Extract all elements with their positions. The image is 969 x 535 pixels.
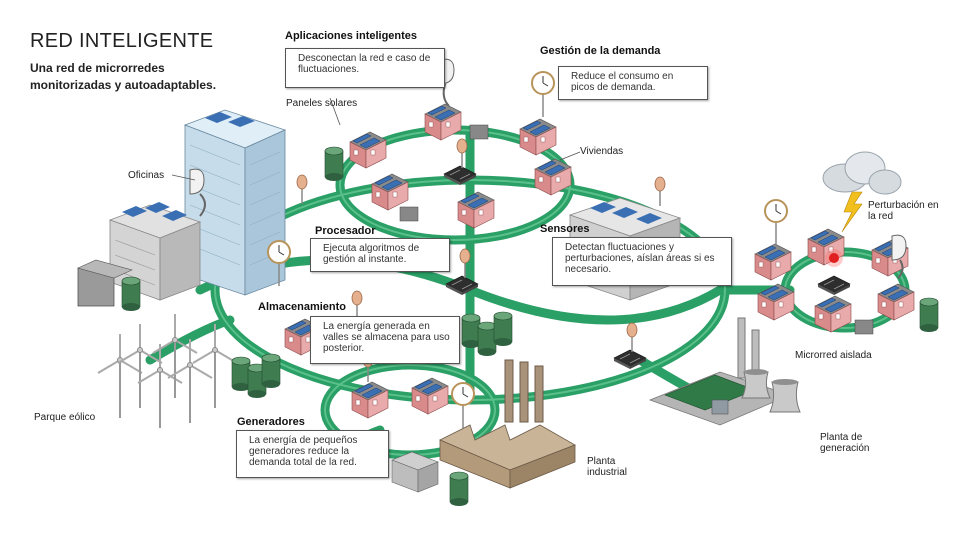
apps-heading: Aplicaciones inteligentes: [285, 30, 418, 42]
apps-callout: Desconectan la red e caso de fluctuacion…: [285, 48, 445, 88]
houses: [284, 103, 939, 419]
page-subtitle: Una red de microrredes monitorizadas y a…: [30, 61, 217, 92]
industrial-plant: [439, 359, 576, 489]
demand-callout: Reduce el consumo en picos de demanda.: [558, 66, 708, 100]
sensors-callout-text: Detectan fluctuaciones y perturbaciones,…: [565, 242, 715, 275]
sensors-callout: Detectan fluctuaciones y perturbaciones,…: [552, 237, 732, 286]
homes-label: Viviendas: [580, 146, 624, 157]
generators-heading: Generadores: [237, 416, 305, 428]
apps-callout-text: Desconectan la red e caso de fluctuacion…: [298, 53, 431, 75]
solar-panels-label: Paneles solares: [286, 98, 358, 109]
wind-farm: [97, 313, 238, 429]
power-plant: [648, 317, 801, 426]
offices-label: Oficinas: [128, 170, 165, 181]
demand-heading: Gestión de la demanda: [540, 45, 661, 57]
power-plant-label: Planta de generación: [820, 432, 870, 454]
industrial-plant-label: Planta industrial: [587, 456, 628, 478]
office-buildings: [77, 109, 287, 312]
storage-heading: Almacenamiento: [258, 301, 347, 313]
storm-cloud-icon: [822, 151, 902, 233]
generators-callout: La energía de pequeños generadores reduc…: [236, 430, 389, 478]
disturbance-label: Perturbación en la red: [868, 200, 939, 222]
storage-callout: La energía generada en valles se almacen…: [310, 316, 460, 364]
storage-callout-text: La energía generada en valles se almacen…: [323, 321, 450, 354]
processor-callout: Ejecuta algoritmos de gestión al instant…: [310, 238, 450, 272]
processor-heading: Procesador: [315, 225, 376, 237]
demand-callout-text: Reduce el consumo en picos de demanda.: [571, 71, 674, 93]
wind-farm-label: Parque eólico: [34, 412, 96, 423]
sensors-heading: Sensores: [540, 223, 590, 235]
generator: [391, 451, 439, 493]
processor-callout-text: Ejecuta algoritmos de gestión al instant…: [323, 243, 420, 265]
generators-callout-text: La energía de pequeños generadores reduc…: [249, 435, 358, 468]
page-title: RED INTELIGENTE: [30, 30, 214, 52]
isolated-microgrid-label: Microrred aislada: [795, 350, 872, 361]
